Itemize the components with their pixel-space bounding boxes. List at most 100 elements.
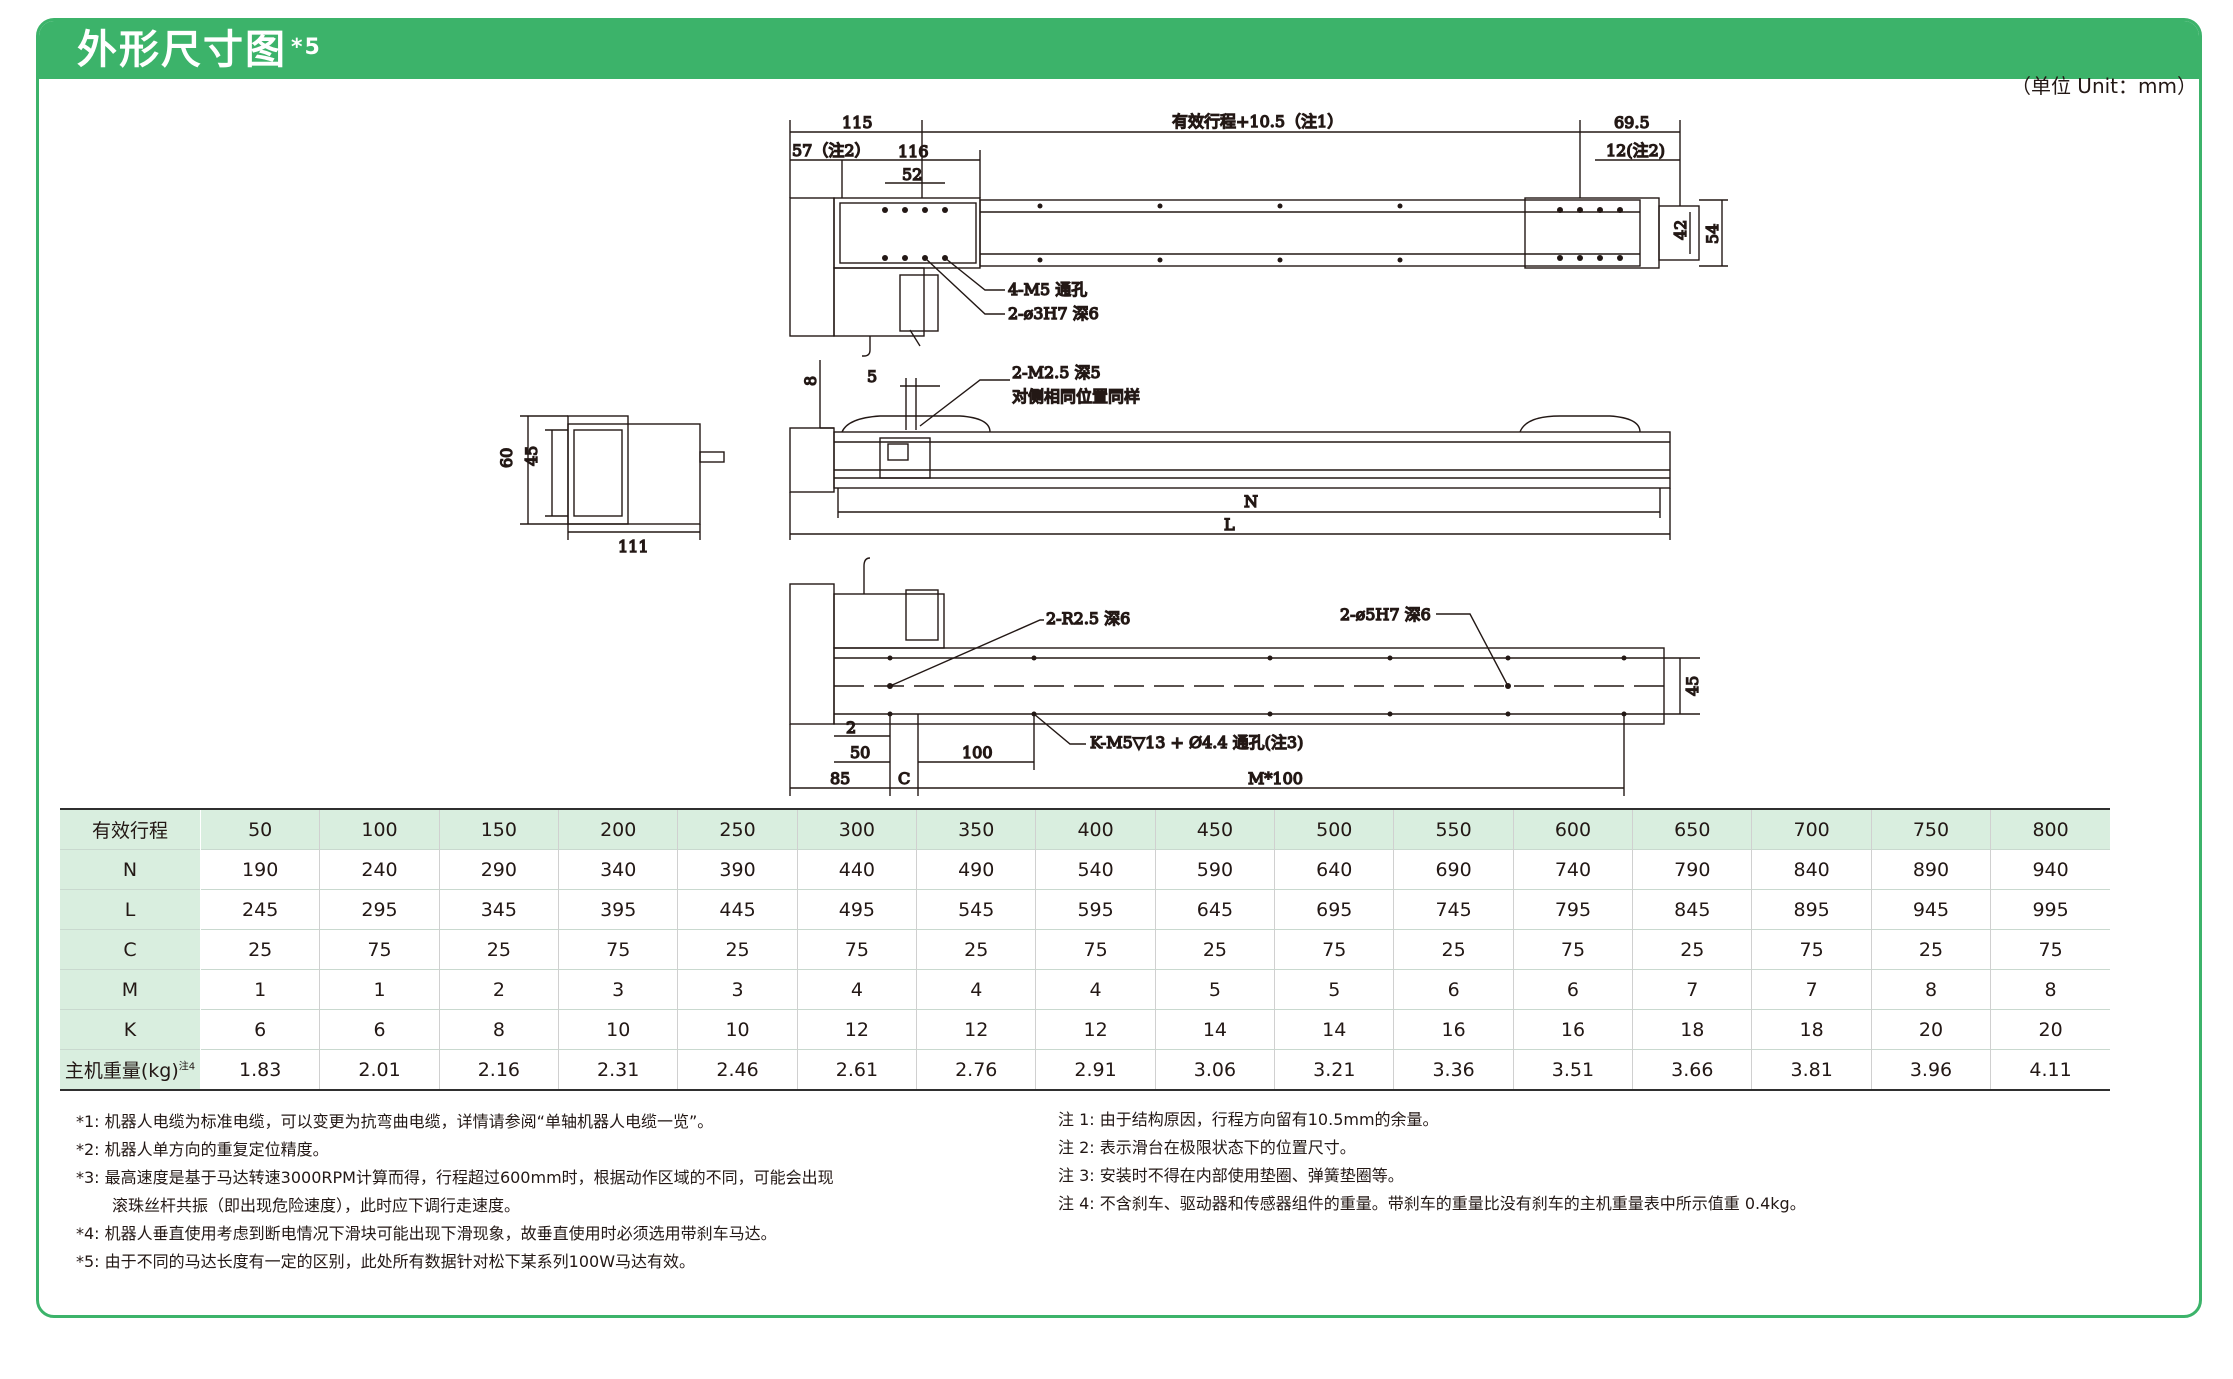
header-cell: 700	[1751, 808, 1872, 850]
spec-sheet-frame: 外形尺寸图*5	[36, 18, 2202, 1318]
dimension-drawing: 115 有效行程+10.5（注1） 69.5 57（注2） 116 52 12(…	[496, 111, 1728, 796]
m25-note-2: 对侧相同位置同样	[1012, 387, 1140, 406]
hole-marker	[1267, 655, 1273, 661]
table-cell: 795	[1513, 889, 1634, 930]
motor-block-bottom	[789, 583, 835, 725]
table-cell: 340	[558, 849, 679, 890]
dim-60: 60	[497, 448, 516, 468]
note-1: 注 1: 由于结构原因，行程方向留有10.5mm的余量。	[1058, 1110, 1439, 1129]
table-cell: 640	[1274, 849, 1395, 890]
table-cell: 5	[1155, 969, 1276, 1010]
cable-top	[862, 336, 871, 357]
table-cell: 7	[1632, 969, 1753, 1010]
rail-body-side	[833, 431, 1671, 489]
table-cell: 25	[200, 929, 321, 970]
header-cell: 500	[1274, 808, 1395, 850]
dim-8: 8	[801, 376, 820, 386]
table-cell: 190	[200, 849, 321, 890]
r25-note: 2-R2.5 深6	[1046, 609, 1130, 628]
dim-116: 116	[898, 142, 929, 161]
table-cell: 840	[1751, 849, 1872, 890]
dim-42: 42	[1671, 220, 1690, 240]
dim-85: 85	[830, 769, 850, 788]
dim-54: 54	[1703, 224, 1722, 244]
table-cell: 995	[1990, 889, 2110, 930]
leader-line	[944, 257, 1005, 291]
table-cell: 2.76	[916, 1049, 1037, 1091]
m25-note: 2-M2.5 深5	[1012, 363, 1101, 382]
table-cell: 10	[558, 1009, 679, 1050]
header-cell: 150	[439, 808, 560, 850]
table-cell: 645	[1155, 889, 1276, 930]
hole-marker	[1387, 711, 1393, 717]
note-3: 注 3: 安装时不得在内部使用垫圈、弹簧垫圈等。	[1058, 1166, 1404, 1185]
note-star-2: *2: 机器人单方向的重复定位精度。	[76, 1140, 329, 1159]
table-cell: 790	[1632, 849, 1753, 890]
header-cell: 750	[1871, 808, 1992, 850]
row-label-text: K	[123, 1018, 137, 1041]
table-cell: 18	[1632, 1009, 1753, 1050]
table-cell: 75	[1990, 929, 2110, 970]
section-title: 外形尺寸图*5	[77, 25, 322, 75]
side-view	[789, 360, 1671, 540]
hole-marker	[1617, 255, 1623, 261]
row-label: K	[60, 1009, 201, 1050]
hole-marker	[1267, 711, 1273, 717]
hole-marker	[902, 255, 908, 261]
section-header: 外形尺寸图*5	[39, 21, 2199, 79]
bracket-inner	[887, 443, 909, 461]
table-cell: 495	[797, 889, 918, 930]
header-cell: 250	[677, 808, 798, 850]
table-cell: 3.36	[1393, 1049, 1514, 1091]
note-star-1: *1: 机器人电缆为标准电缆，可以变更为抗弯曲电缆，详情请参阅“单轴机器人电缆一…	[76, 1112, 714, 1131]
table-cell: 6	[200, 1009, 321, 1050]
h5-note: 2-ø5H7 深6	[1340, 605, 1431, 624]
motor-lower-bottom	[833, 593, 945, 649]
table-cell: 6	[319, 1009, 440, 1050]
leader-line	[1033, 713, 1086, 745]
hole-marker	[1505, 711, 1511, 717]
leader-line	[1436, 613, 1509, 687]
table-cell: 540	[1035, 849, 1156, 890]
hole-marker	[1277, 257, 1283, 263]
row-label-text: N	[122, 858, 138, 881]
k-holes-note: K-M5▽13 + Ø4.4 通孔(注3)	[1090, 733, 1303, 752]
table-cell: 3.51	[1513, 1049, 1634, 1091]
table-cell: 3	[558, 969, 679, 1010]
hole-marker	[942, 207, 948, 213]
unit-note: （单位 Unit：mm）	[2010, 74, 2197, 98]
end-block-top	[1524, 197, 1660, 269]
table-cell: 75	[1274, 929, 1395, 970]
hole-note-3h7: 2-ø3H7 深6	[1008, 304, 1099, 323]
table-cell: 890	[1871, 849, 1992, 890]
dim-2: 2	[846, 718, 856, 737]
motor-connector-top	[899, 274, 939, 332]
table-cell: 75	[797, 929, 918, 970]
row-label-text: C	[123, 938, 137, 961]
dim-45-bottom: 45	[1683, 676, 1702, 696]
note-4: 注 4: 不含刹车、驱动器和传感器组件的重量。带刹车的重量比没有刹车的主机重量表…	[1058, 1194, 1806, 1213]
table-cell: 75	[1035, 929, 1156, 970]
table-cell: 12	[1035, 1009, 1156, 1050]
section-title-footnote: *5	[291, 35, 322, 60]
header-cell: 100	[319, 808, 440, 850]
table-cell: 16	[1393, 1009, 1514, 1050]
hole-marker	[1621, 655, 1627, 661]
table-cell: 945	[1871, 889, 1992, 930]
table-cell: 10	[677, 1009, 798, 1050]
dim-N: N	[1244, 492, 1258, 511]
hole-marker	[1397, 257, 1403, 263]
table-cell: 490	[916, 849, 1037, 890]
table-cell: 3	[677, 969, 798, 1010]
table-cell: 440	[797, 849, 918, 890]
notes-left: *1: 机器人电缆为标准电缆，可以变更为抗弯曲电缆，详情请参阅“单轴机器人电缆一…	[76, 1108, 976, 1276]
leader-line	[924, 257, 1005, 315]
hole-marker	[1397, 203, 1403, 209]
table-cell: 12	[797, 1009, 918, 1050]
table-cell: 3.66	[1632, 1049, 1753, 1091]
hole-marker	[1577, 255, 1583, 261]
